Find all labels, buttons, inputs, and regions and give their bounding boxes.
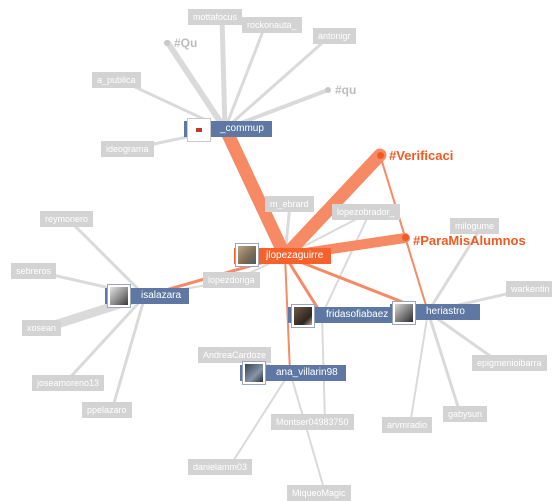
node-gabysun[interactable]: gabysun	[443, 406, 488, 422]
edge-isa-ppelazaro	[110, 294, 147, 412]
node-miqueomagic[interactable]: MiqueoMagic	[287, 485, 351, 501]
edge-heri-gabysun	[426, 310, 462, 415]
node-ideograma[interactable]: ideograma	[101, 141, 154, 157]
node-danielamm03[interactable]: danielamm03	[188, 459, 253, 475]
edge-jlo-ana	[284, 255, 291, 373]
node-arvmradio[interactable]: arvmradio	[382, 417, 433, 433]
node-fridasofiabaez-label: fridasofiabaez	[326, 309, 389, 320]
edge-isa-joseamoreno	[63, 294, 147, 385]
hashtag-paramisalumnos[interactable]: #ParaMisAlumnos	[413, 233, 526, 248]
ana-villarin98-avatar	[243, 362, 265, 384]
hashtag-dot-verificaci	[377, 152, 384, 159]
edge-ana-miqueomagic	[289, 371, 326, 493]
node-m-ebrard[interactable]: m_ebrard	[265, 196, 314, 212]
hashtag-qu-upper[interactable]: #Qu	[174, 36, 198, 50]
fridasofiabaez-avatar	[292, 305, 314, 327]
node-ana-villarin98-label: ana_villarin98	[276, 367, 338, 378]
node-heriastro-label: heriastro	[426, 306, 465, 317]
edge-commup-qu-upper	[165, 40, 228, 132]
node-commup-label: _commup	[220, 123, 264, 134]
edge-verificaci-heriastro	[379, 154, 429, 313]
node-jlopezaguirre-label: jlopezaguirre	[266, 250, 324, 261]
edge-jlo-commup	[219, 123, 292, 263]
node-ana-villarin98[interactable]: ana_villarin98	[240, 365, 346, 381]
hashtag-qu-lower[interactable]: #qu	[335, 83, 357, 97]
node-a-publica[interactable]: a_publica	[92, 72, 141, 88]
hashtag-dot-paramisalumnos	[402, 234, 409, 241]
node-fridasofiabaez[interactable]: fridasofiabaez	[288, 307, 397, 323]
node-montser[interactable]: Montser04983750	[271, 414, 354, 430]
node-ppelazaro[interactable]: ppelazaro	[82, 402, 132, 418]
edge-frida-lopezobrador	[321, 211, 371, 316]
isalazara-avatar	[108, 285, 130, 307]
node-mottafocus[interactable]: mottafocus	[188, 9, 243, 25]
commup-avatar	[188, 119, 210, 141]
edge-heri-milogume	[426, 224, 484, 314]
edge-commup-mottafocus	[219, 15, 228, 132]
node-reymonero[interactable]: reymonero	[40, 211, 94, 227]
edge-jlo-fridasofiabaez	[283, 254, 324, 317]
node-lopezobrador[interactable]: lopezobrador_	[332, 204, 400, 220]
hashtag-dot-qu-upper	[164, 40, 170, 46]
node-milogume[interactable]: milogume	[450, 218, 500, 234]
node-epigmenio[interactable]: epigmenioibarra	[472, 355, 547, 371]
edge-commup-rockonauta	[223, 24, 267, 131]
jlopezaguirre-avatar	[236, 244, 258, 266]
node-isalazara-label: isalazara	[141, 290, 182, 301]
edge-isa-reymonero	[66, 217, 147, 298]
node-antonigr[interactable]: antonigr	[313, 28, 356, 44]
node-sebreros[interactable]: sebreros	[11, 263, 57, 279]
node-lopezdoriga[interactable]: lopezdoriga	[203, 272, 260, 288]
node-jlopezaguirre[interactable]: jlopezaguirre	[234, 248, 332, 264]
edge-ana-danielamm	[229, 371, 291, 467]
node-rockonauta[interactable]: rockonauta_	[242, 17, 302, 33]
edge-commup-antonigr	[223, 34, 332, 131]
heriastro-avatar	[393, 302, 415, 324]
node-xosean[interactable]: xosean	[22, 320, 62, 336]
node-joseamoreno13[interactable]: joseamoreno13	[32, 375, 105, 391]
edge-heri-epigmenio	[426, 310, 502, 365]
hashtag-verificaci[interactable]: #Verificaci	[389, 148, 454, 163]
edge-heri-arvmradio	[409, 311, 429, 426]
hashtag-dot-qu-lower	[325, 87, 331, 93]
node-warkentin[interactable]: warkentin	[506, 281, 552, 297]
node-andreacardoze[interactable]: AndreaCardoze	[198, 347, 272, 363]
